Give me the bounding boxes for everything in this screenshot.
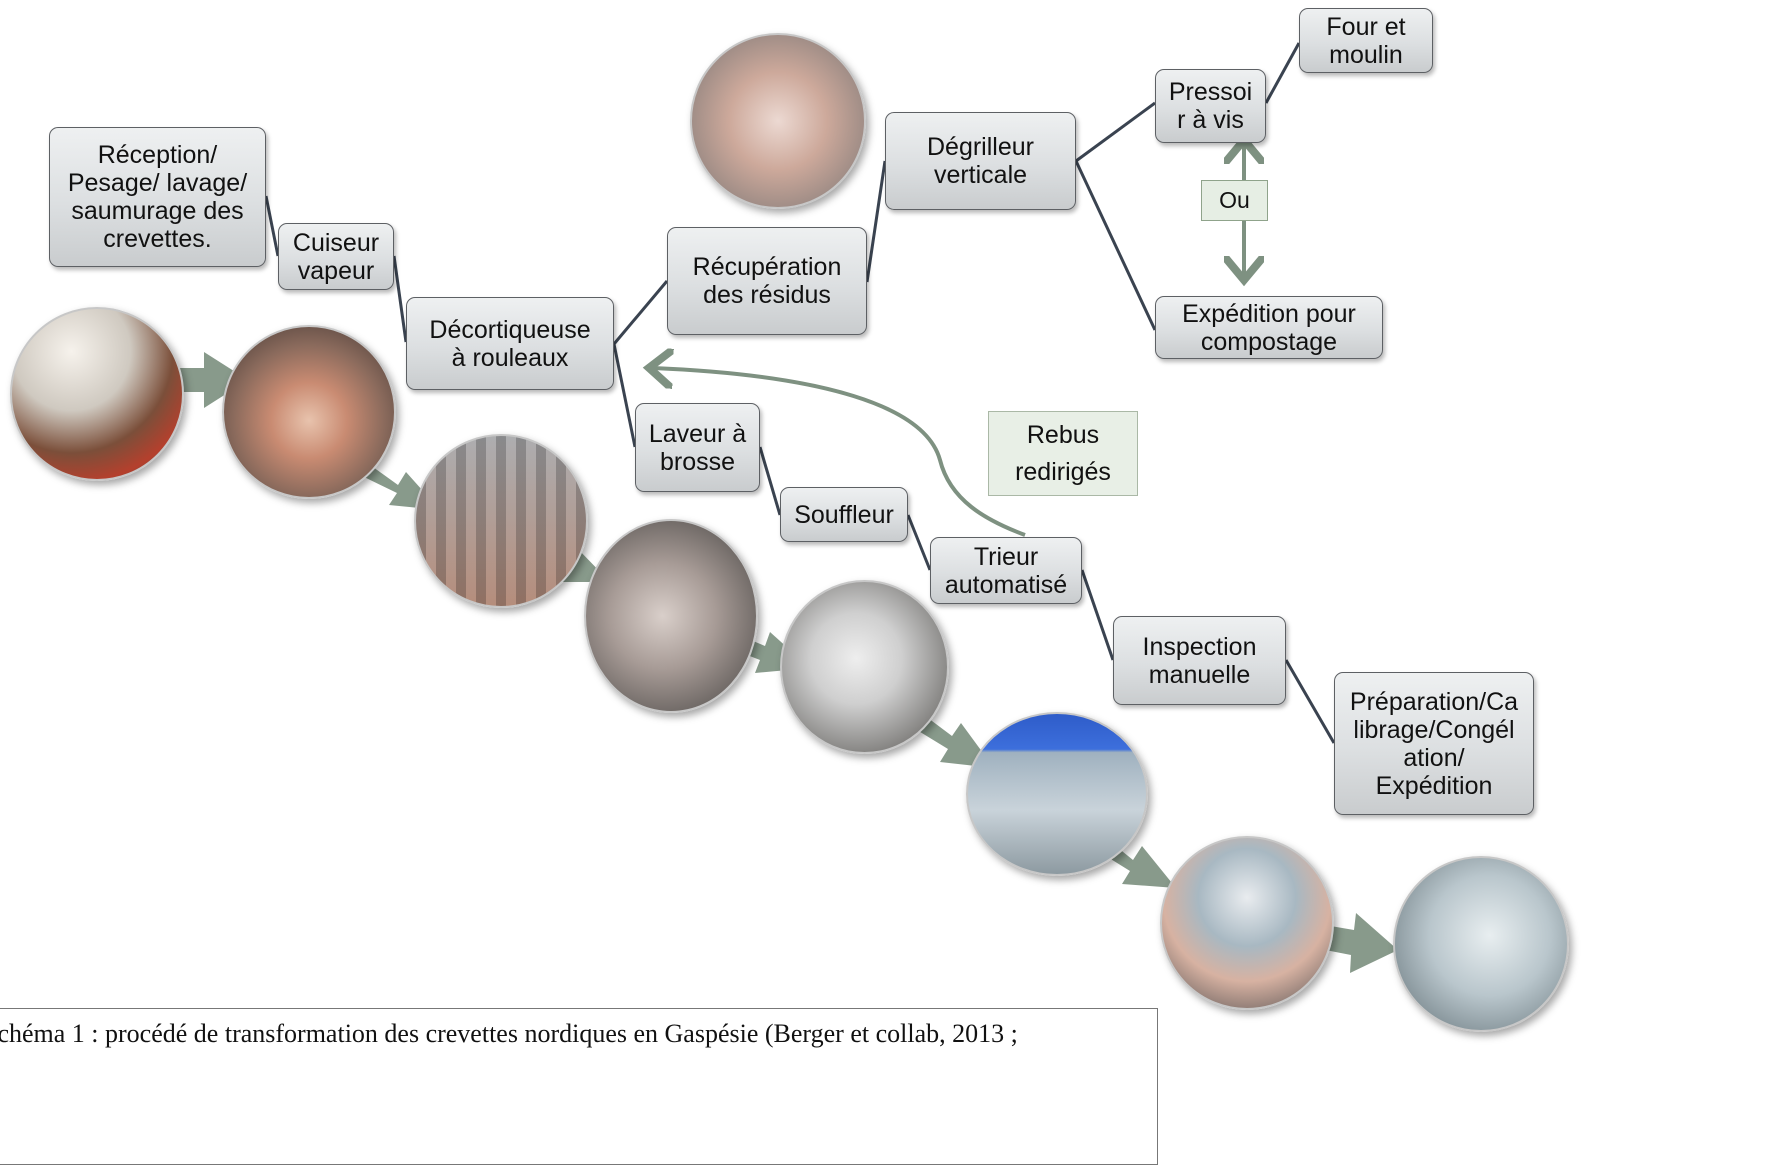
box-souffleur: Souffleur xyxy=(780,487,908,542)
box-reception: Réception/ Pesage/ lavage/ saumurage des… xyxy=(49,127,266,267)
label-ou: Ou xyxy=(1201,180,1268,221)
box-inspection: Inspection manuelle xyxy=(1113,616,1286,705)
connector-degrilleur-pressoir xyxy=(1076,103,1155,161)
photo-automated-sorter xyxy=(966,712,1148,876)
connector-degrilleur-expedition xyxy=(1076,161,1155,330)
connector-cuiseur-decortiqueuse xyxy=(394,256,406,342)
box-expedition-compost: Expédition pour compostage xyxy=(1155,296,1383,359)
connector-decortiqueuse-recuperation xyxy=(614,281,667,344)
figure-caption: Schéma 1 : procédé de transformation des… xyxy=(0,1008,1158,1165)
box-trieur: Trieur automatisé xyxy=(930,537,1082,604)
photo-manual-inspection xyxy=(1160,836,1334,1010)
box-recuperation: Récupération des résidus xyxy=(667,227,867,335)
connector-trieur-inspection xyxy=(1082,570,1113,660)
box-pressoir: Pressoi r à vis xyxy=(1155,69,1266,143)
caption-text: Schéma 1 : procédé de transformation des… xyxy=(0,1019,1157,1049)
connector-recuperation-degrilleur xyxy=(867,161,885,282)
connector-decortiqueuse-laveur xyxy=(614,344,635,447)
photo-brush-washer xyxy=(584,519,758,713)
connector-pressoir-four xyxy=(1266,43,1299,103)
photo-residue-recovery xyxy=(690,33,866,209)
photo-steam-cooker xyxy=(222,325,396,499)
photo-peeler-rollers xyxy=(414,434,588,608)
label-rebus: Rebus redirigés xyxy=(988,411,1138,496)
connector-inspection-preparation xyxy=(1286,660,1334,743)
connector-laveur-souffleur xyxy=(760,447,780,515)
photo-blower xyxy=(780,580,949,754)
connector-souffleur-trieur xyxy=(908,515,930,570)
box-four: Four et moulin xyxy=(1299,8,1433,73)
photo-reception-workers xyxy=(10,307,184,481)
box-degrilleur: Dégrilleur verticale xyxy=(885,112,1076,210)
box-decortiqueuse: Décortiqueuse à rouleaux xyxy=(406,297,614,390)
box-cuiseur: Cuiseur vapeur xyxy=(278,223,394,290)
photo-final-stage xyxy=(1393,856,1569,1032)
box-laveur: Laveur à brosse xyxy=(635,403,760,492)
connector-reception-cuiseur xyxy=(266,196,278,256)
box-preparation: Préparation/Ca librage/Congél ation/ Exp… xyxy=(1334,672,1534,815)
